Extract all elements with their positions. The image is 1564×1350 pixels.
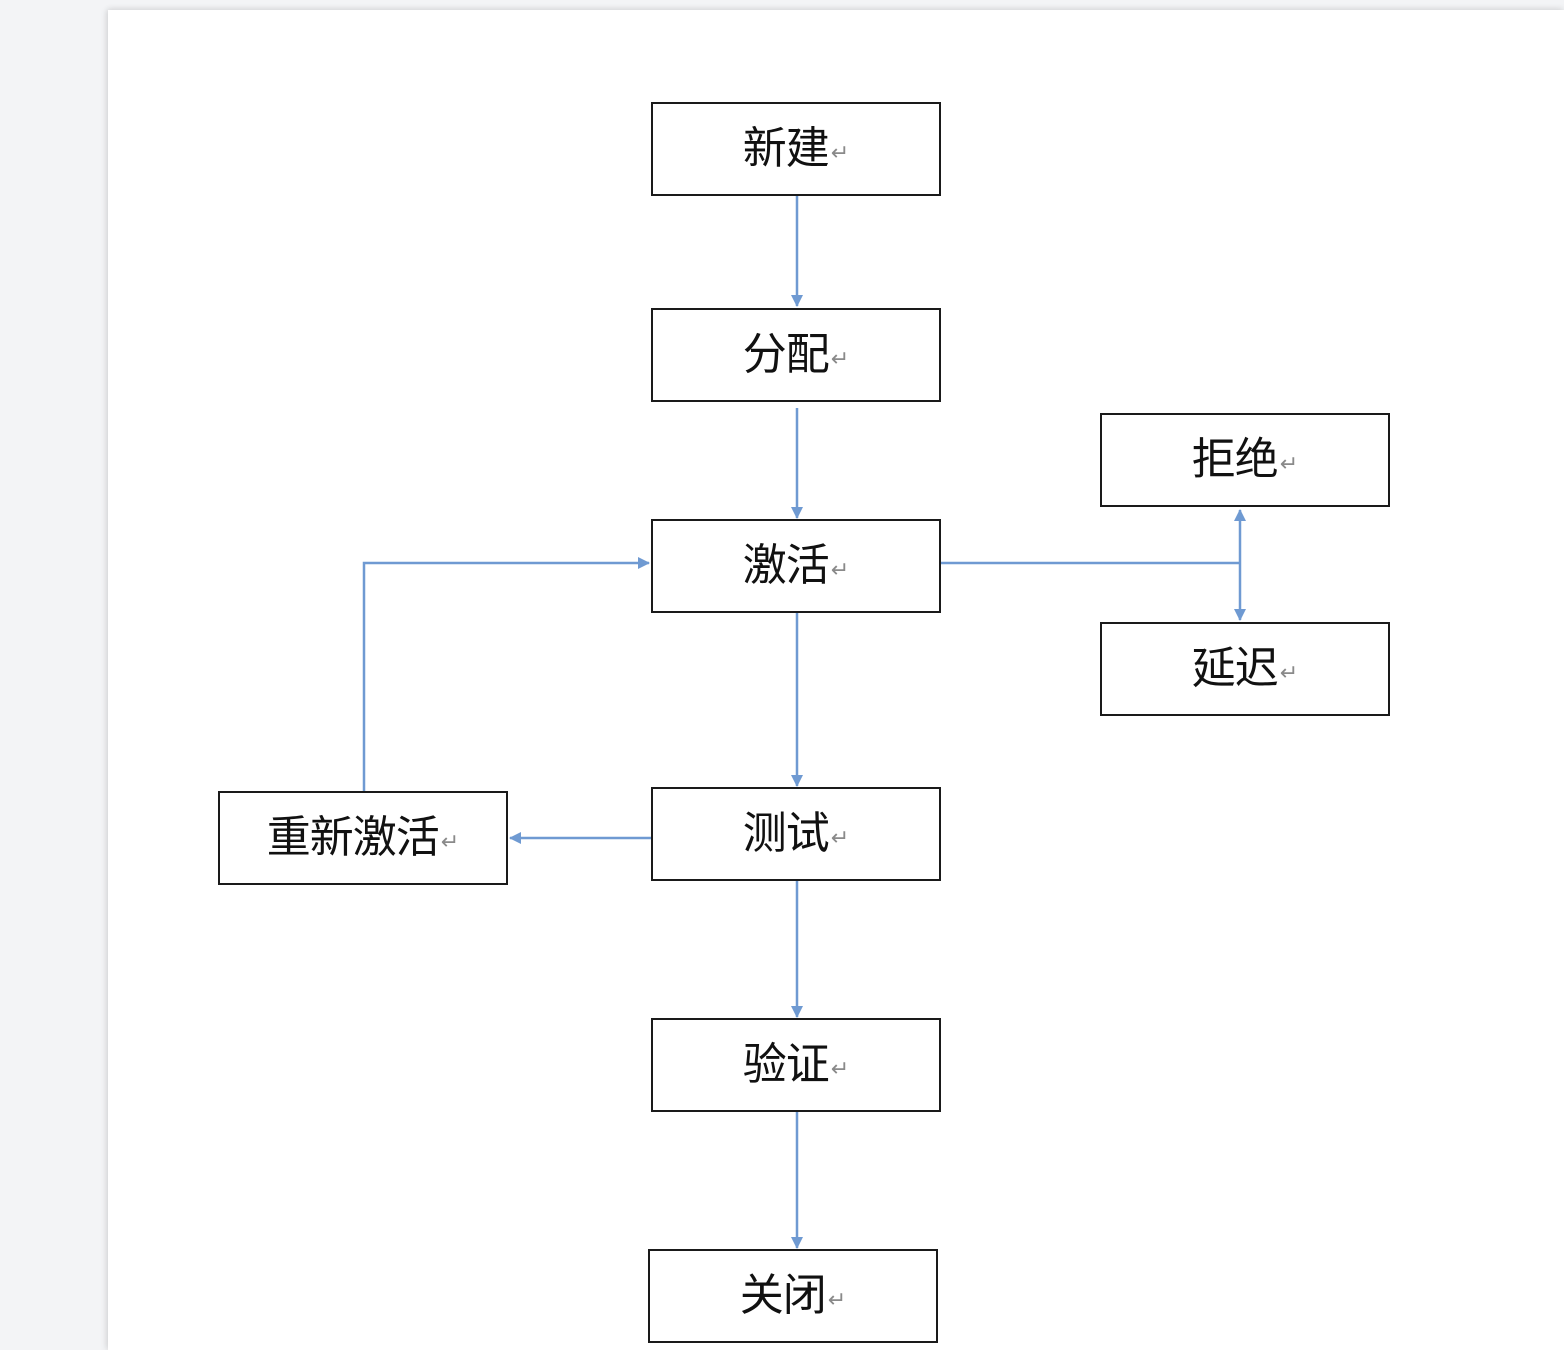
node-test-label: 测试 <box>742 808 830 859</box>
paragraph-mark-icon: ↵ <box>830 825 850 851</box>
paragraph-mark-icon: ↵ <box>827 1287 847 1313</box>
node-close[interactable]: 关闭↵ <box>648 1249 938 1343</box>
node-postpone-label: 延迟 <box>1191 643 1279 694</box>
node-assign[interactable]: 分配↵ <box>651 308 941 402</box>
paragraph-mark-icon: ↵ <box>830 346 850 372</box>
paragraph-mark-icon: ↵ <box>830 1056 850 1082</box>
node-activate-label: 激活 <box>742 540 830 591</box>
node-reactivate-label: 重新激活 <box>266 812 440 863</box>
node-close-label: 关闭 <box>739 1270 827 1321</box>
node-new[interactable]: 新建↵ <box>651 102 941 196</box>
paragraph-mark-icon: ↵ <box>440 829 460 855</box>
node-postpone[interactable]: 延迟↵ <box>1100 622 1390 716</box>
paragraph-mark-icon: ↵ <box>1279 660 1299 686</box>
node-new-label: 新建 <box>742 123 830 174</box>
paragraph-mark-icon: ↵ <box>830 140 850 166</box>
node-reactivate[interactable]: 重新激活↵ <box>218 791 508 885</box>
node-assign-label: 分配 <box>742 329 830 380</box>
node-reject[interactable]: 拒绝↵ <box>1100 413 1390 507</box>
paragraph-mark-icon: ↵ <box>830 557 850 583</box>
node-activate[interactable]: 激活↵ <box>651 519 941 613</box>
node-verify[interactable]: 验证↵ <box>651 1018 941 1112</box>
node-verify-label: 验证 <box>742 1039 830 1090</box>
node-test[interactable]: 测试↵ <box>651 787 941 881</box>
node-reject-label: 拒绝 <box>1191 434 1279 485</box>
paragraph-mark-icon: ↵ <box>1279 451 1299 477</box>
arrow-reactivate-to-activate <box>362 557 650 791</box>
